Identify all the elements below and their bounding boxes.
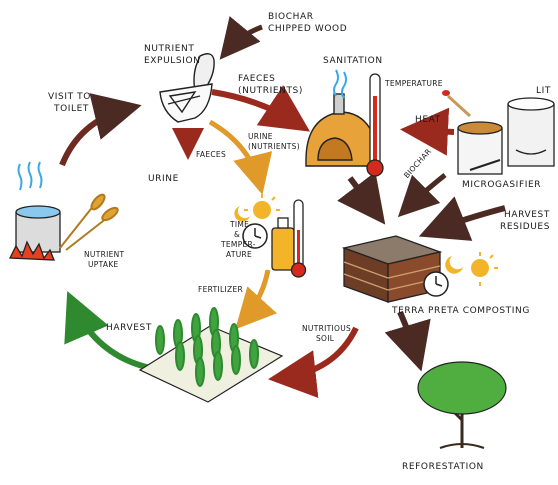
arrow-heat xyxy=(412,130,454,132)
label-chipped-wood: CHIPPED WOOD xyxy=(268,24,347,35)
compost-box-icon xyxy=(344,236,440,302)
steam-icon xyxy=(334,70,338,96)
label-nutritious-soil-1: NUTRITIOUS xyxy=(302,324,351,333)
label-faeces-nutrients-2: (NUTRIENTS) xyxy=(238,86,303,97)
arrow-biochar-to-compost xyxy=(405,175,445,210)
label-harvest: HARVEST xyxy=(106,323,152,334)
label-nutrient-uptake-1: NUTRIENT xyxy=(84,250,124,259)
label-faeces-nutrients-1: FAECES xyxy=(238,74,275,85)
wheat-icon xyxy=(60,193,120,250)
label-biochar-top: BIOCHAR xyxy=(268,12,314,23)
microgasifier-icon xyxy=(458,98,554,174)
arrow-fertilizer xyxy=(242,270,268,322)
label-time-temp-1: TIME xyxy=(230,220,249,229)
arrow-harvest-residues xyxy=(430,208,505,232)
thermometer-icon xyxy=(367,74,383,176)
label-faeces: FAECES xyxy=(196,150,226,159)
thermometer-icon-2 xyxy=(292,200,306,277)
label-time-temp-3: TEMPER- xyxy=(221,240,256,249)
label-microgasifier: MICROGASIFIER xyxy=(462,180,541,191)
match-icon xyxy=(442,90,470,116)
pot-icon xyxy=(10,162,60,260)
label-nutrient-uptake-2: UPTAKE xyxy=(88,260,119,269)
label-fertilizer: FERTILIZER xyxy=(198,285,243,294)
label-harvest-residues-1: HARVEST xyxy=(504,210,550,221)
label-urine-nutrients-2: (NUTRIENTS) xyxy=(248,142,300,151)
label-heat: HEAT xyxy=(415,115,441,126)
label-lit: LIT xyxy=(536,86,551,97)
label-terra-preta: TERRA PRETA COMPOSTING xyxy=(392,306,530,317)
arrow-harvest xyxy=(72,302,150,368)
arrow-biochar-to-toilet xyxy=(226,27,262,52)
label-reforestation: REFORESTATION xyxy=(402,462,484,473)
moon-icon-2 xyxy=(445,256,463,274)
oven-icon xyxy=(306,70,378,166)
arrow-reforestation xyxy=(400,312,418,360)
arrow-sanitation-to-compost xyxy=(350,178,378,215)
label-nutrient-expulsion-1: NUTRIENT xyxy=(144,44,194,55)
label-time-temp-2: & xyxy=(234,230,240,239)
tree-icon xyxy=(418,362,506,448)
label-visit-toilet-1: VISIT TO xyxy=(48,92,91,103)
label-visit-toilet-2: TOILET xyxy=(54,104,89,115)
label-harvest-residues-2: RESIDUES xyxy=(500,222,550,233)
label-urine: URINE xyxy=(148,174,179,185)
label-time-temp-4: ATURE xyxy=(226,250,252,259)
label-urine-nutrients-1: URINE xyxy=(248,132,273,141)
plants-icon xyxy=(140,308,282,402)
label-sanitation: SANITATION xyxy=(323,56,383,67)
arrow-visit-toilet xyxy=(62,108,130,165)
clock-icon-2 xyxy=(424,272,448,296)
label-temperature: TEMPERATURE xyxy=(385,79,443,88)
sun-icon-2 xyxy=(471,252,498,286)
bottle-icon xyxy=(272,218,294,270)
label-nutritious-soil-2: SOIL xyxy=(316,334,334,343)
label-nutrient-expulsion-2: EXPULSION xyxy=(144,56,200,67)
sun-icon xyxy=(244,194,280,219)
